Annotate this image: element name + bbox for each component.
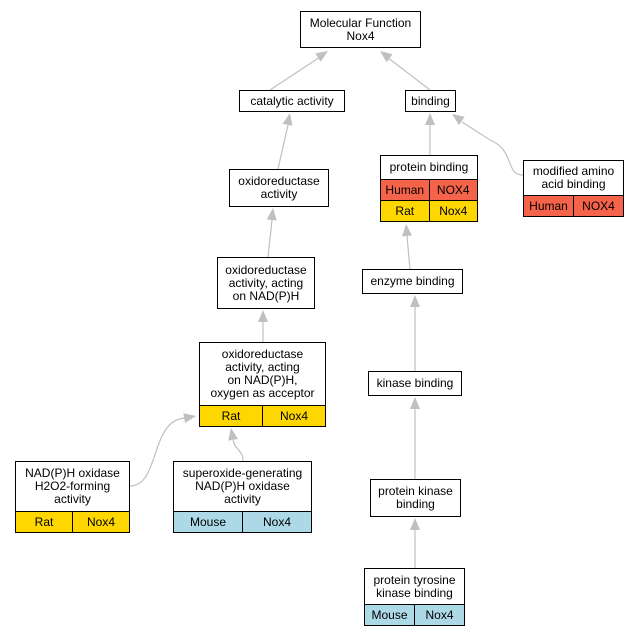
species-cell: Human: [385, 183, 425, 197]
node-label: protein kinase binding: [378, 484, 453, 511]
edge-arrowhead: [258, 310, 268, 322]
node-label: protein binding: [389, 160, 469, 174]
species-cell: Human: [529, 199, 568, 213]
edge-line: [232, 439, 244, 462]
node-nadph-oxidase-h2o2[interactable]: NAD(P)H oxidase H2O2-forming activity Ra…: [15, 461, 130, 533]
gene-cell: Nox4: [262, 406, 325, 426]
gene-cell: Nox4: [242, 512, 311, 532]
edge-line: [269, 56, 321, 91]
node-superoxide-generating[interactable]: superoxide-generating NAD(P)H oxidase ac…: [173, 461, 312, 533]
node-label: oxidoreductase activity, acting on NAD(P…: [225, 262, 307, 303]
edge-arrowhead: [315, 51, 328, 62]
node-molecular-function[interactable]: Molecular Function Nox4: [300, 11, 421, 48]
edge-arrowhead: [380, 51, 393, 63]
species-cell: Mouse: [371, 608, 408, 622]
annotation-row: Mouse Nox4: [174, 511, 311, 532]
species-cell: Rat: [395, 204, 415, 218]
gene-cell: Nox4: [428, 201, 478, 221]
edge-line: [277, 124, 289, 170]
edge-arrowhead: [425, 113, 435, 125]
node-label: enzyme binding: [370, 274, 455, 288]
node-protein-tyrosine-kinase-binding[interactable]: protein tyrosine kinase binding Mouse No…: [364, 568, 465, 626]
node-label: oxidoreductase activity, acting on NAD(P…: [210, 347, 315, 400]
edge-arrowhead: [282, 113, 293, 126]
annotation-row: Human NOX4: [524, 195, 623, 216]
species-cell: Mouse: [189, 515, 227, 529]
node-label: oxidoreductase activity: [238, 174, 320, 201]
node-protein-kinase-binding[interactable]: protein kinase binding: [370, 479, 461, 517]
edge-arrowhead: [266, 208, 277, 221]
node-label: protein tyrosine kinase binding: [373, 572, 456, 600]
edge-arrowhead: [228, 428, 239, 441]
node-label: NAD(P)H oxidase H2O2-forming activity: [25, 466, 120, 506]
node-enzyme-binding[interactable]: enzyme binding: [362, 269, 463, 294]
species-cell: Rat: [221, 409, 241, 423]
annotation-row: Rat Nox4: [381, 200, 477, 221]
node-label: Molecular Function Nox4: [309, 15, 412, 43]
node-label: catalytic activity: [250, 93, 334, 108]
node-oxidoreductase-nadph-oxygen[interactable]: oxidoreductase activity, acting on NAD(P…: [199, 342, 326, 427]
gene-cell: NOX4: [573, 196, 623, 216]
edge-arrowhead: [410, 397, 420, 409]
edge-line: [386, 56, 431, 91]
annotation-row: Human NOX4: [381, 179, 477, 200]
annotation-row: Mouse Nox4: [365, 604, 464, 625]
node-kinase-binding[interactable]: kinase binding: [368, 371, 462, 396]
annotation-row: Rat Nox4: [200, 405, 325, 426]
node-binding[interactable]: binding: [405, 90, 456, 112]
edge-line: [129, 417, 186, 487]
edge-arrowhead: [183, 413, 196, 424]
edge-line: [406, 235, 411, 270]
node-oxidoreductase-nadph[interactable]: oxidoreductase activity, acting on NAD(P…: [217, 257, 315, 309]
node-catalytic-activity[interactable]: catalytic activity: [239, 90, 345, 112]
node-label: superoxide-generating NAD(P)H oxidase ac…: [182, 466, 303, 506]
node-protein-binding[interactable]: protein binding Human NOX4 Rat Nox4: [380, 155, 478, 222]
node-modified-amino-acid-binding[interactable]: modified amino acid binding Human NOX4: [523, 160, 624, 217]
node-label: modified amino acid binding: [532, 164, 615, 191]
edge-arrowhead: [452, 114, 465, 125]
node-label: kinase binding: [376, 376, 454, 390]
annotation-row: Rat Nox4: [16, 511, 129, 532]
gene-cell: Nox4: [72, 512, 129, 532]
node-label: binding: [411, 93, 450, 108]
edge-arrowhead: [410, 295, 420, 307]
edge-line: [267, 219, 273, 258]
node-oxidoreductase-activity[interactable]: oxidoreductase activity: [229, 169, 329, 207]
edge-line: [461, 121, 524, 176]
gene-cell: NOX4: [428, 180, 478, 200]
gene-cell: Nox4: [414, 605, 464, 625]
edge-arrowhead: [410, 518, 420, 530]
edge-arrowhead: [402, 224, 413, 237]
species-cell: Rat: [34, 515, 54, 529]
